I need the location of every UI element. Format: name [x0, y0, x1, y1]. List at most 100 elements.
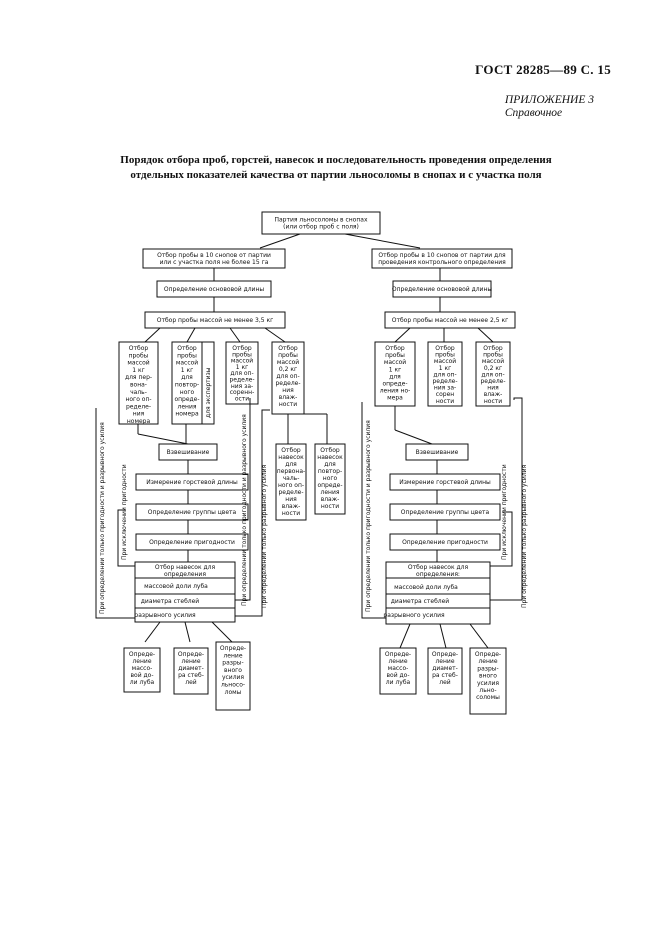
right-color-group-box	[389, 503, 501, 521]
left-side-c-line	[235, 398, 251, 601]
appendix-note: Справочное	[504, 107, 563, 119]
right-row-tensile: разрывного усилия	[383, 612, 445, 619]
right-out1-box	[379, 647, 417, 695]
connector-line	[211, 621, 233, 643]
left-side-a-text: При определении только пригодности и раз…	[99, 422, 106, 614]
right-mass-sample-box-text: Отбор пробы массой не менее 2,5 кг	[392, 317, 509, 324]
left-sub1-box	[118, 341, 159, 425]
left-sub2-box	[171, 341, 203, 425]
left-side-a-line	[95, 408, 135, 619]
root-box-text: Партия льносоломы в снопах(или отбор про…	[274, 217, 367, 231]
appendix-label: ПРИЛОЖЕНИЕ 3 Справочное	[505, 94, 594, 120]
left-weigh-box-text: Взвешивание	[167, 449, 210, 456]
right-row-diameter: диаметра стеблей	[391, 598, 450, 605]
right-hand-length-box	[389, 473, 501, 491]
right-side-a-text: При определении только пригодности и раз…	[365, 420, 372, 612]
root-box	[261, 211, 381, 235]
left-side-d-text: При определении только разрывного усилия	[261, 464, 268, 608]
left-out3-box	[215, 641, 251, 711]
left-suitability-box	[135, 533, 249, 551]
left-sub2-side-text: для экспертизы	[205, 367, 212, 418]
root-to-left	[259, 233, 301, 249]
left-hum2-box	[314, 443, 346, 515]
right-suitability-box-text: Определение пригодности	[402, 539, 488, 546]
right-sub3-box	[475, 341, 511, 407]
connector-line	[137, 433, 189, 445]
left-out1-box	[123, 647, 161, 693]
right-weigh-box-text: Взвешивание	[416, 449, 459, 456]
connector-line	[186, 327, 196, 343]
connector-line	[394, 327, 411, 343]
root-to-right	[344, 233, 421, 249]
right-out3-box	[469, 647, 507, 715]
left-out2-box	[173, 647, 209, 695]
connector-line	[184, 621, 191, 643]
appendix-number: ПРИЛОЖЕНИЕ 3	[504, 94, 594, 106]
left-suitability-box-text: Определение пригодности	[149, 539, 235, 546]
right-side-c-line	[490, 397, 523, 601]
left-hand-length-box-text: Измерение горстевой длины	[146, 479, 238, 486]
title-line-2: отдельных показателей качества от партии…	[130, 169, 542, 181]
connector-line	[229, 327, 241, 343]
right-mass-sample-box	[384, 311, 516, 329]
right-color-group-box-text: Определение группы цвета	[401, 509, 490, 516]
page-title: Порядок отбора проб, горстей, навесок и …	[86, 153, 586, 183]
connector-line	[394, 429, 433, 445]
connector-line	[264, 327, 286, 343]
right-side-a-line	[361, 402, 386, 619]
left-sub3-box	[225, 341, 259, 405]
left-base-length-box-text: Определение основовой длины	[164, 286, 265, 293]
right-side-b-line	[490, 511, 513, 567]
left-side-d-line	[235, 409, 270, 617]
right-sub2-box	[427, 341, 463, 407]
left-portions-box	[134, 561, 236, 623]
left-row-tensile: разрывного усилия	[134, 612, 196, 619]
connector-line	[144, 327, 161, 343]
right-hand-length-box-text: Измерение горстевой длины	[399, 479, 491, 486]
right-suitability-box	[389, 533, 501, 551]
left-hum1-box	[275, 443, 307, 521]
left-row-diameter: диаметра стеблей	[141, 598, 200, 605]
right-sub1-box	[374, 341, 416, 407]
connector-line	[469, 623, 489, 649]
right-portions-box	[385, 561, 491, 625]
connector-line	[144, 621, 161, 643]
standard-header: ГОСТ 28285—89 С. 15	[475, 62, 611, 77]
left-hand-length-box	[135, 473, 249, 491]
left-color-group-box-text: Определение группы цвета	[148, 509, 237, 516]
right-base-length-box	[392, 280, 492, 298]
left-mass-sample-box-text: Отбор пробы массой не менее 3,5 кг	[157, 317, 274, 324]
title-line-1: Порядок отбора проб, горстей, навесок и …	[120, 154, 552, 166]
right-row-bast: массовой доли луба	[394, 584, 458, 591]
left-side-c-text: При определении только пригодности и раз…	[241, 414, 248, 606]
right-base-length-box-text: Определение основовой длины	[392, 286, 493, 293]
left-sub4-box	[271, 341, 305, 415]
right-side-c-text: При определении только разрывного усилия	[521, 464, 528, 608]
right-sample10-box	[371, 248, 513, 269]
right-side-b-text: При исключении пригодности	[501, 464, 508, 560]
right-out2-box	[427, 647, 463, 695]
left-sub2-side-box	[201, 341, 215, 425]
left-side-b-line	[117, 509, 135, 567]
connector-line	[477, 327, 494, 343]
connector-line	[439, 623, 447, 649]
